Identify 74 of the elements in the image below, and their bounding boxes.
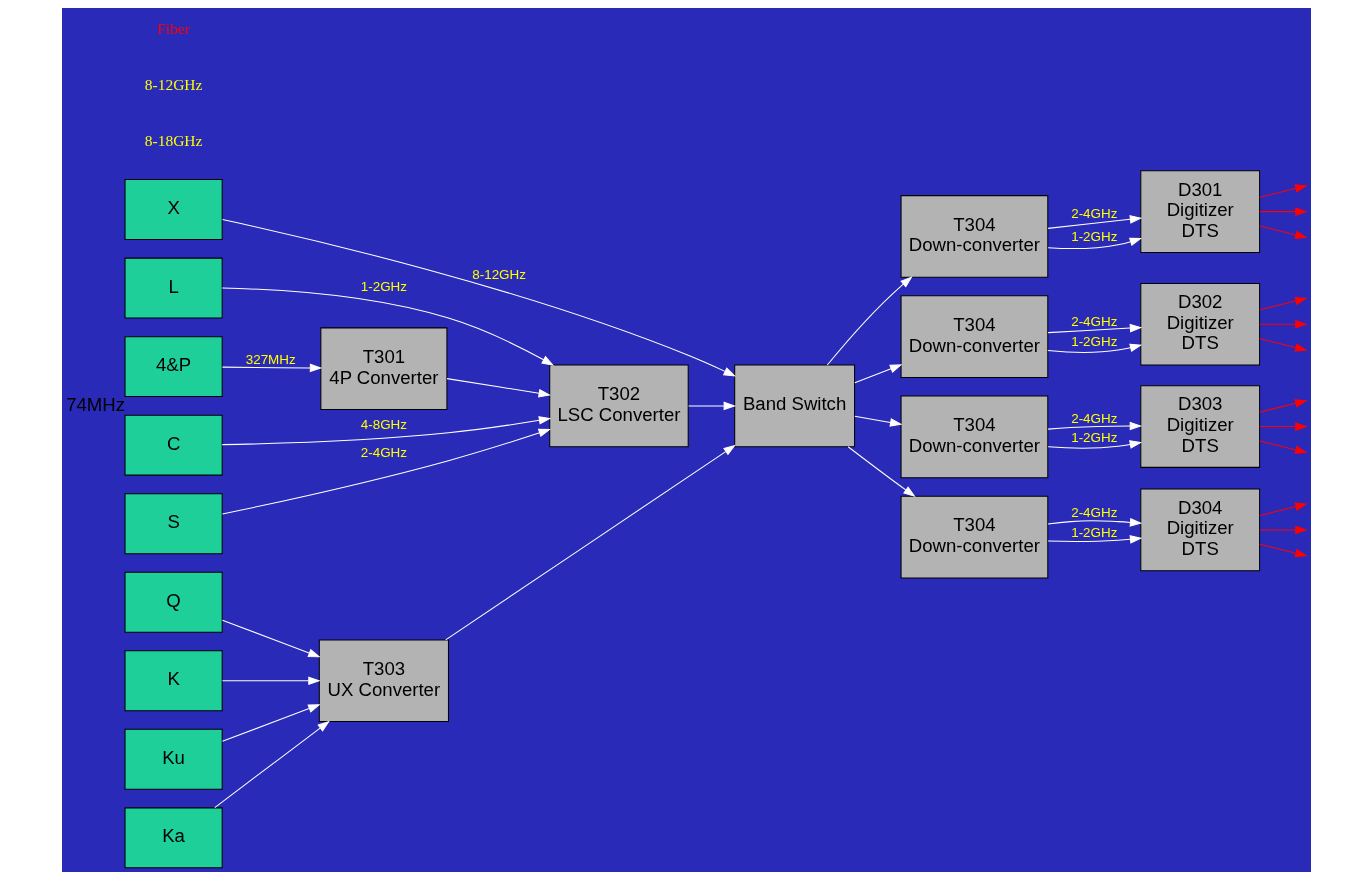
arrow: [1047, 421, 1142, 431]
arrow: [1047, 440, 1142, 449]
arrow: [847, 446, 916, 498]
arrow: [221, 428, 551, 515]
arrow: [1258, 338, 1308, 352]
edge-label: 2-4GHz: [1070, 410, 1117, 426]
arrow: [221, 416, 551, 446]
node-box: D301 Digitizer DTS: [1139, 170, 1260, 253]
node-box: T304 Down-converter: [900, 195, 1048, 278]
node-box: Q: [124, 571, 223, 633]
edge-label: 1-2GHz: [1070, 228, 1117, 244]
edge-label: 4-8GHz: [360, 417, 407, 433]
arrow: [444, 444, 736, 641]
node-box: T301 4P Converter: [319, 327, 447, 411]
edge-label: 2-4GHz: [1070, 504, 1117, 520]
node-box: X: [124, 179, 223, 241]
arrow: [1258, 225, 1308, 240]
arrow: [221, 676, 321, 686]
arrow: [221, 363, 322, 373]
arrow: [826, 276, 913, 366]
arrow: [1047, 215, 1142, 229]
arrow: [221, 219, 736, 377]
arrow: [1046, 518, 1142, 527]
node-box: T304 Down-converter: [900, 295, 1048, 378]
arrow: [1047, 323, 1142, 334]
node-box: D303 Digitizer DTS: [1139, 385, 1260, 468]
arrow: [1258, 543, 1308, 558]
node-box: Band Switch: [733, 364, 855, 448]
node-box: Ku: [124, 728, 223, 790]
arrow: [1258, 422, 1308, 431]
arrow: [1046, 343, 1142, 353]
node-box: T302 LSC Converter: [548, 364, 689, 448]
arrow: [853, 364, 902, 384]
arrow: [213, 720, 330, 809]
label: Fiber: [156, 20, 190, 38]
node-box: T303 UX Converter: [318, 639, 449, 723]
edge-label: 1-2GHz: [1070, 524, 1117, 540]
node-box: T304 Down-converter: [900, 495, 1048, 579]
node-box: Ka: [124, 807, 223, 869]
edge-label: 1-2GHz: [1070, 430, 1117, 446]
arrow: [1258, 502, 1308, 516]
arrow: [221, 287, 554, 366]
edge-label: 1-2GHz: [360, 278, 407, 294]
edge-label: 2-4GHz: [1070, 206, 1117, 222]
arrow: [1047, 535, 1142, 544]
node-label: 74MHz: [65, 394, 125, 416]
label: 8-18GHz: [144, 132, 202, 150]
arrow: [1258, 184, 1308, 198]
edge-label: 8-12GHz: [471, 267, 526, 283]
node-box: T304 Down-converter: [900, 395, 1048, 479]
arrow: [687, 401, 736, 411]
node-box: S: [124, 493, 223, 555]
arrow: [446, 378, 551, 398]
arrow: [1047, 237, 1142, 250]
arrow: [1258, 525, 1308, 535]
node-box: 4&P: [124, 336, 223, 398]
node-box: D304 Digitizer DTS: [1139, 488, 1260, 572]
arrow: [1258, 296, 1308, 311]
arrow: [221, 619, 321, 658]
node-box: L: [124, 257, 223, 319]
node-box: C: [124, 414, 223, 476]
edge-label: 327MHz: [245, 351, 296, 367]
arrow: [1258, 319, 1308, 329]
arrow: [1258, 440, 1308, 454]
arrow: [1258, 399, 1308, 413]
arrow: [1258, 207, 1308, 216]
edge-label: 1-2GHz: [1070, 334, 1117, 350]
edge-label: 2-4GHz: [1070, 313, 1117, 329]
label: 8-12GHz: [144, 76, 202, 94]
arrow: [221, 704, 321, 742]
node-box: K: [124, 650, 223, 712]
edge-label: 2-4GHz: [360, 444, 407, 460]
node-box: D302 Digitizer DTS: [1139, 282, 1260, 366]
arrow: [853, 415, 902, 427]
